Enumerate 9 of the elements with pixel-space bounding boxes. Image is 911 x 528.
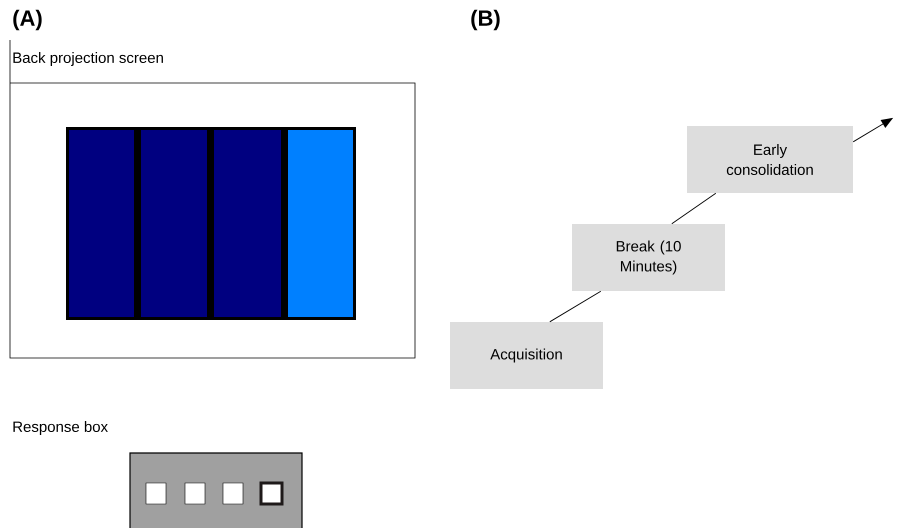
panel-label: (B) [471, 10, 500, 30]
stage-box: Early consolidation [687, 126, 853, 193]
screen-label: Back projection screen [13, 52, 163, 66]
connector-line [549, 290, 602, 322]
stage-box: Break (10 Minutes) [572, 224, 725, 291]
stage-box: Acquisition [450, 322, 603, 389]
box-label: Response box [13, 421, 108, 435]
connector-line [671, 192, 716, 224]
panel-label: (A) [13, 10, 42, 30]
